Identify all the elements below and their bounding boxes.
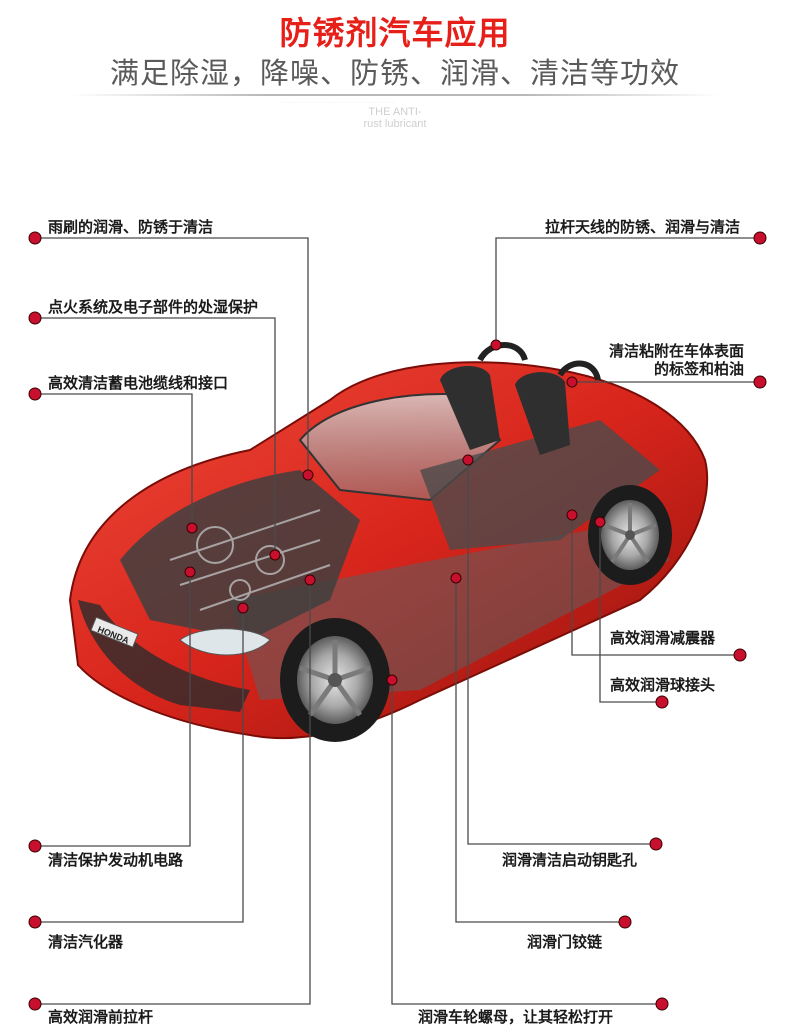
callout-ignition: 点火系统及电子部件的处湿保护 [48,298,259,316]
rear-wheel [588,485,672,585]
dot-balljoint [655,695,669,709]
dot-wiper [28,231,42,245]
callout-body-labels-line1: 清洁粘附在车体表面 [608,342,744,360]
callout-battery: 高效清洁蓄电池缆线和接口 [48,374,229,392]
leader-lines [35,237,760,1005]
callout-door-hinge: 润滑门铰链 [527,933,603,951]
callout-antenna: 拉杆天线的防锈、润滑与清洁 [544,218,740,236]
header-divider [70,94,720,96]
dot-battery [28,387,42,401]
front-wheel [280,618,390,742]
dot-carburetor [28,915,42,929]
english-tagline-line2: rust lubricant [363,118,427,130]
dot-shock [733,648,747,662]
english-tagline-line1: THE ANTI- [368,106,422,118]
dot-ignition [28,311,42,325]
decorative-fine-text: ········································… [280,100,396,104]
dot-antenna [753,231,767,245]
callout-key-hole: 润滑清洁启动钥匙孔 [502,851,638,869]
callout-body-labels: 清洁粘附在车体表面 的标签和柏油 [609,342,744,378]
dot-engine [28,839,42,853]
callout-engine-circuit: 清洁保护发动机电路 [48,851,184,869]
callout-wheel-nut: 润滑车轮螺母，让其轻松打开 [418,1008,614,1026]
callout-shock-absorber: 高效润滑减震器 [610,629,716,647]
page-title: 防锈剂汽车应用 [279,14,511,52]
callout-wiper: 雨刷的润滑、防锈于清洁 [48,218,214,236]
dot-labels [753,375,767,389]
dot-hinge [618,915,632,929]
callout-tie-rod: 高效润滑前拉杆 [48,1008,154,1026]
callout-carburetor: 清洁汽化器 [48,933,124,951]
english-tagline: THE ANTI- rust lubricant [320,106,470,130]
dot-tierod [28,997,42,1011]
callout-body-labels-line2: 的标签和柏油 [653,360,744,378]
callout-dots [28,231,767,1011]
dot-keyhole [649,837,663,851]
callout-ball-joint: 高效润滑球接头 [610,676,716,694]
page-subtitle: 满足除湿，降噪、防锈、润滑、清洁等功效 [109,56,680,90]
dot-wheelnut [655,997,669,1011]
